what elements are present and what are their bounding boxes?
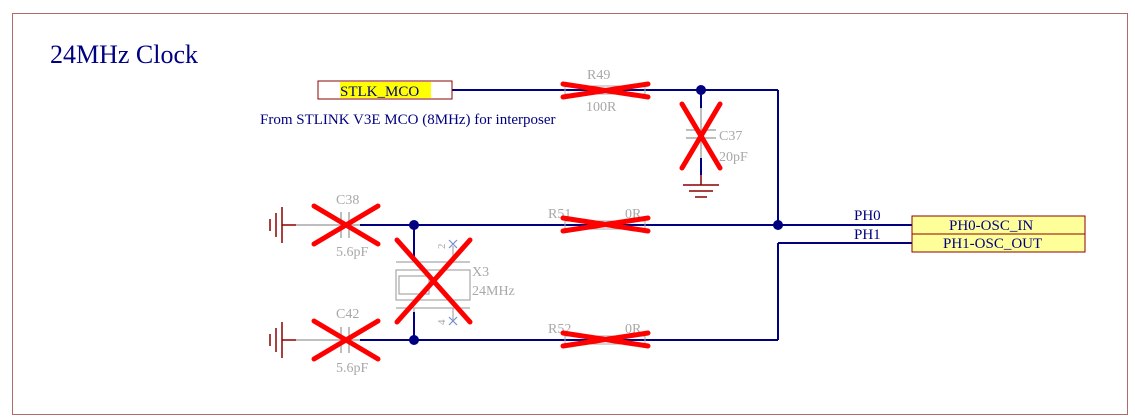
c42-ref: C42 <box>336 307 359 322</box>
dnp-cross-icon <box>679 101 723 171</box>
c38-value: 5.6pF <box>336 245 369 260</box>
no-connect-icon <box>448 239 458 326</box>
dnp-cross-icon <box>560 81 651 100</box>
capacitor-c37[interactable]: C37 20pF <box>679 101 748 171</box>
dnp-cross-icon <box>560 330 651 349</box>
c37-ref: C37 <box>719 129 742 144</box>
resistor-r52[interactable]: R52 0R <box>548 322 651 349</box>
junction-x3-top <box>409 220 419 230</box>
x3-pin-top: 2 <box>436 244 448 250</box>
junction-c37 <box>696 85 706 95</box>
resistor-r51[interactable]: R51 0R <box>548 207 651 234</box>
ground-icon <box>269 207 296 243</box>
dnp-cross-icon <box>311 203 381 247</box>
sheet-title: 24MHz Clock <box>50 40 198 69</box>
capacitor-c42[interactable]: C42 5.6pF <box>296 307 381 376</box>
junction-x3-bottom <box>409 335 419 345</box>
c42-value: 5.6pF <box>336 361 369 376</box>
note-mco: From STLINK V3E MCO (8MHz) for interpose… <box>260 112 556 128</box>
c37-value: 20pF <box>719 150 748 165</box>
x3-value: 24MHz <box>472 284 515 299</box>
sheet-border <box>12 13 1128 415</box>
c38-ref: C38 <box>336 193 359 208</box>
ground-icon <box>683 175 719 198</box>
junction-dot-icon <box>409 85 783 345</box>
dnp-cross-icon <box>560 215 651 234</box>
resistor-r49[interactable]: R49 100R <box>560 68 651 115</box>
port-ph0-osc-in[interactable]: PH0-OSC_IN <box>911 215 1086 235</box>
port-ph1-osc-out-label: PH1-OSC_OUT <box>943 236 1042 252</box>
crystal-x3[interactable]: 2 4 X3 24MHz <box>394 237 515 326</box>
port-stlk-mco-label: STLK_MCO <box>340 84 419 100</box>
x3-ref: X3 <box>472 265 489 280</box>
port-stlk-mco[interactable]: STLK_MCO <box>317 80 453 100</box>
port-ph1-osc-out[interactable]: PH1-OSC_OUT <box>911 233 1086 253</box>
capacitor-c38[interactable]: C38 5.6pF <box>296 193 381 260</box>
junction-right <box>773 220 783 230</box>
net-label-ph1: PH1 <box>854 227 881 243</box>
ground-icon <box>269 322 296 358</box>
net-label-ph0: PH0 <box>854 208 881 224</box>
x3-pin-bottom: 4 <box>436 319 448 325</box>
r49-ref: R49 <box>587 68 610 83</box>
dnp-cross-icon <box>394 237 473 325</box>
r49-value: 100R <box>586 100 617 115</box>
port-ph0-osc-in-label: PH0-OSC_IN <box>949 218 1033 234</box>
dnp-cross-icon <box>311 318 381 362</box>
